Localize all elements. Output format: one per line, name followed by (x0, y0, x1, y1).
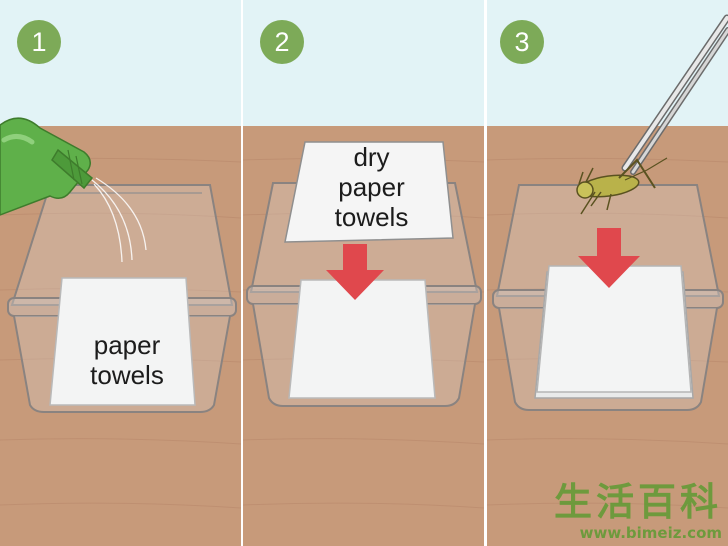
step-number-badge: 2 (260, 20, 304, 64)
paper-towel-stack (288, 279, 436, 399)
down-arrow-icon (326, 244, 384, 300)
step-number-badge: 3 (500, 20, 544, 64)
label-line: paper (338, 172, 405, 202)
label-line: towels (334, 202, 409, 232)
tweezers-icon (621, 14, 728, 175)
label-line: paper (93, 330, 161, 360)
watermark-logo: 生活百科 (553, 480, 722, 524)
watermark-url: www.bimeiz.com (579, 524, 722, 542)
paper-towel-stack (49, 277, 196, 406)
grasshopper-icon (576, 157, 668, 215)
water-stream (91, 177, 147, 263)
paper-towel-stack (534, 265, 694, 399)
dry-paper-towels-label: dry paper towels (309, 142, 434, 232)
down-arrow-icon (578, 228, 640, 288)
label-line: dry (353, 142, 390, 172)
label-line: towels (90, 360, 164, 390)
step-1-panel: 1 paper towels (0, 0, 241, 546)
dry-paper-towel-sheet (284, 141, 454, 243)
step-number-badge: 1 (17, 20, 61, 64)
paper-towels-label: paper towels (62, 330, 192, 390)
spray-bottle-icon (0, 117, 94, 216)
step-3-panel: 3 (487, 0, 728, 546)
step-2-panel: 2 dry paper towels (243, 0, 484, 546)
watermark: 生活百科 www.bimeiz.com (554, 480, 722, 542)
